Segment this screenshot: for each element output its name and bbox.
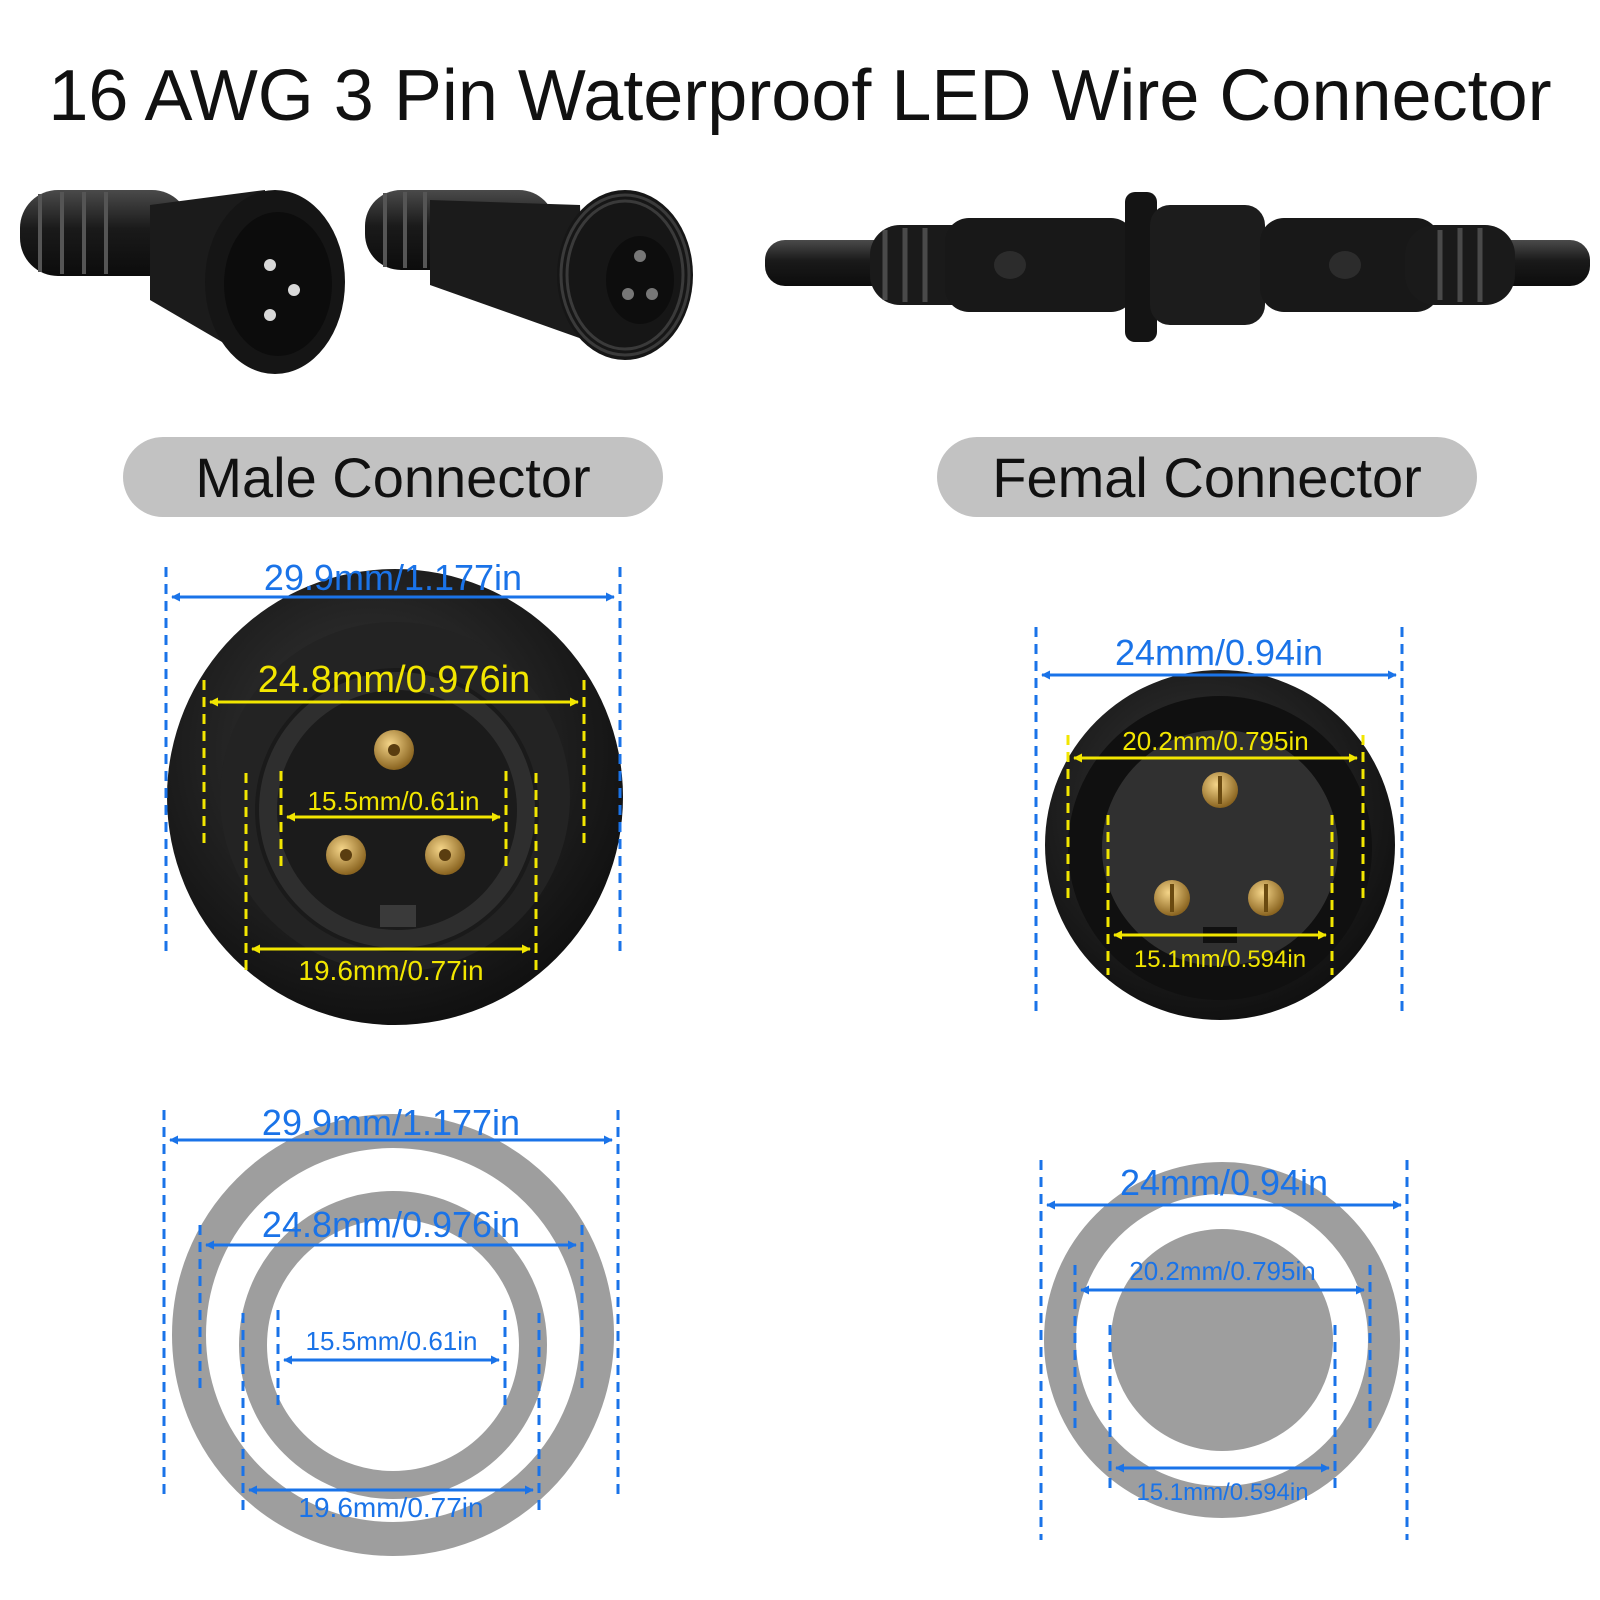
page-title: 16 AWG 3 Pin Waterproof LED Wire Connect… <box>48 56 1551 136</box>
male-connector-outline-diagram <box>172 1114 614 1556</box>
dimension-female-photo-outer: 24mm/0.94in <box>1034 627 1404 1012</box>
dimension-male-diagram-rim: 24.8mm/0.976in <box>198 1204 584 1395</box>
dimension-label: 20.2mm/0.795in <box>1129 1256 1315 1286</box>
dimension-label: 29.9mm/1.177in <box>264 557 522 598</box>
dimension-annotations: 29.9mm/1.177in 24.8mm/0.976in 15.5mm/0.61i… <box>162 557 1409 1540</box>
dimension-label: 15.1mm/0.594in <box>1134 946 1306 973</box>
dimension-label: 15.5mm/0.61in <box>308 786 480 816</box>
dimension-male-photo-pin-area: 15.5mm/0.61in <box>279 771 508 866</box>
dimension-label: 20.2mm/0.795in <box>1122 726 1308 756</box>
dimension-female-diagram-rim: 20.2mm/0.795in <box>1073 1256 1372 1430</box>
dimension-label: 15.1mm/0.594in <box>1136 1479 1308 1506</box>
dimension-male-photo-outer: 29.9mm/1.177in <box>164 557 622 955</box>
dimension-label: 24.8mm/0.976in <box>258 659 531 701</box>
dimension-male-photo-rim: 24.8mm/0.976in <box>202 659 586 850</box>
dimension-female-photo-rim: 20.2mm/0.795in <box>1066 726 1365 902</box>
dimension-female-diagram-outer: 24mm/0.94in <box>1039 1160 1409 1540</box>
male-connector-face-photo <box>167 569 623 1025</box>
dimension-male-diagram-inner-ring: 19.6mm/0.77in <box>241 1313 541 1523</box>
dimension-female-diagram-insert: 15.1mm/0.594in <box>1108 1325 1337 1506</box>
male-connector-label: Male Connector <box>123 437 663 517</box>
female-connector-label: Femal Connector <box>937 437 1477 517</box>
joined-cable-assembly-icon <box>765 192 1590 342</box>
dimension-female-photo-insert: 15.1mm/0.594in <box>1106 815 1334 975</box>
dimension-male-diagram-pin-area: 15.5mm/0.61in <box>276 1310 507 1410</box>
dimension-label: 24mm/0.94in <box>1120 1162 1328 1203</box>
svg-text:Femal Connector: Femal Connector <box>992 446 1422 509</box>
female-connector-socket-icon <box>365 190 693 360</box>
dimension-label: 29.9mm/1.177in <box>262 1102 520 1143</box>
female-connector-outline-diagram <box>1044 1162 1400 1518</box>
dimension-label: 19.6mm/0.77in <box>298 1492 483 1523</box>
dimension-label: 24.8mm/0.976in <box>262 1204 520 1245</box>
dimension-label: 15.5mm/0.61in <box>306 1326 478 1356</box>
male-connector-plug-icon <box>20 190 345 374</box>
svg-text:Male Connector: Male Connector <box>195 446 590 509</box>
dimension-male-photo-inner-ring: 19.6mm/0.77in <box>244 773 538 986</box>
dimension-label: 24mm/0.94in <box>1115 632 1323 673</box>
dimension-label: 19.6mm/0.77in <box>298 955 483 986</box>
dimension-male-diagram-outer: 29.9mm/1.177in <box>162 1102 620 1498</box>
